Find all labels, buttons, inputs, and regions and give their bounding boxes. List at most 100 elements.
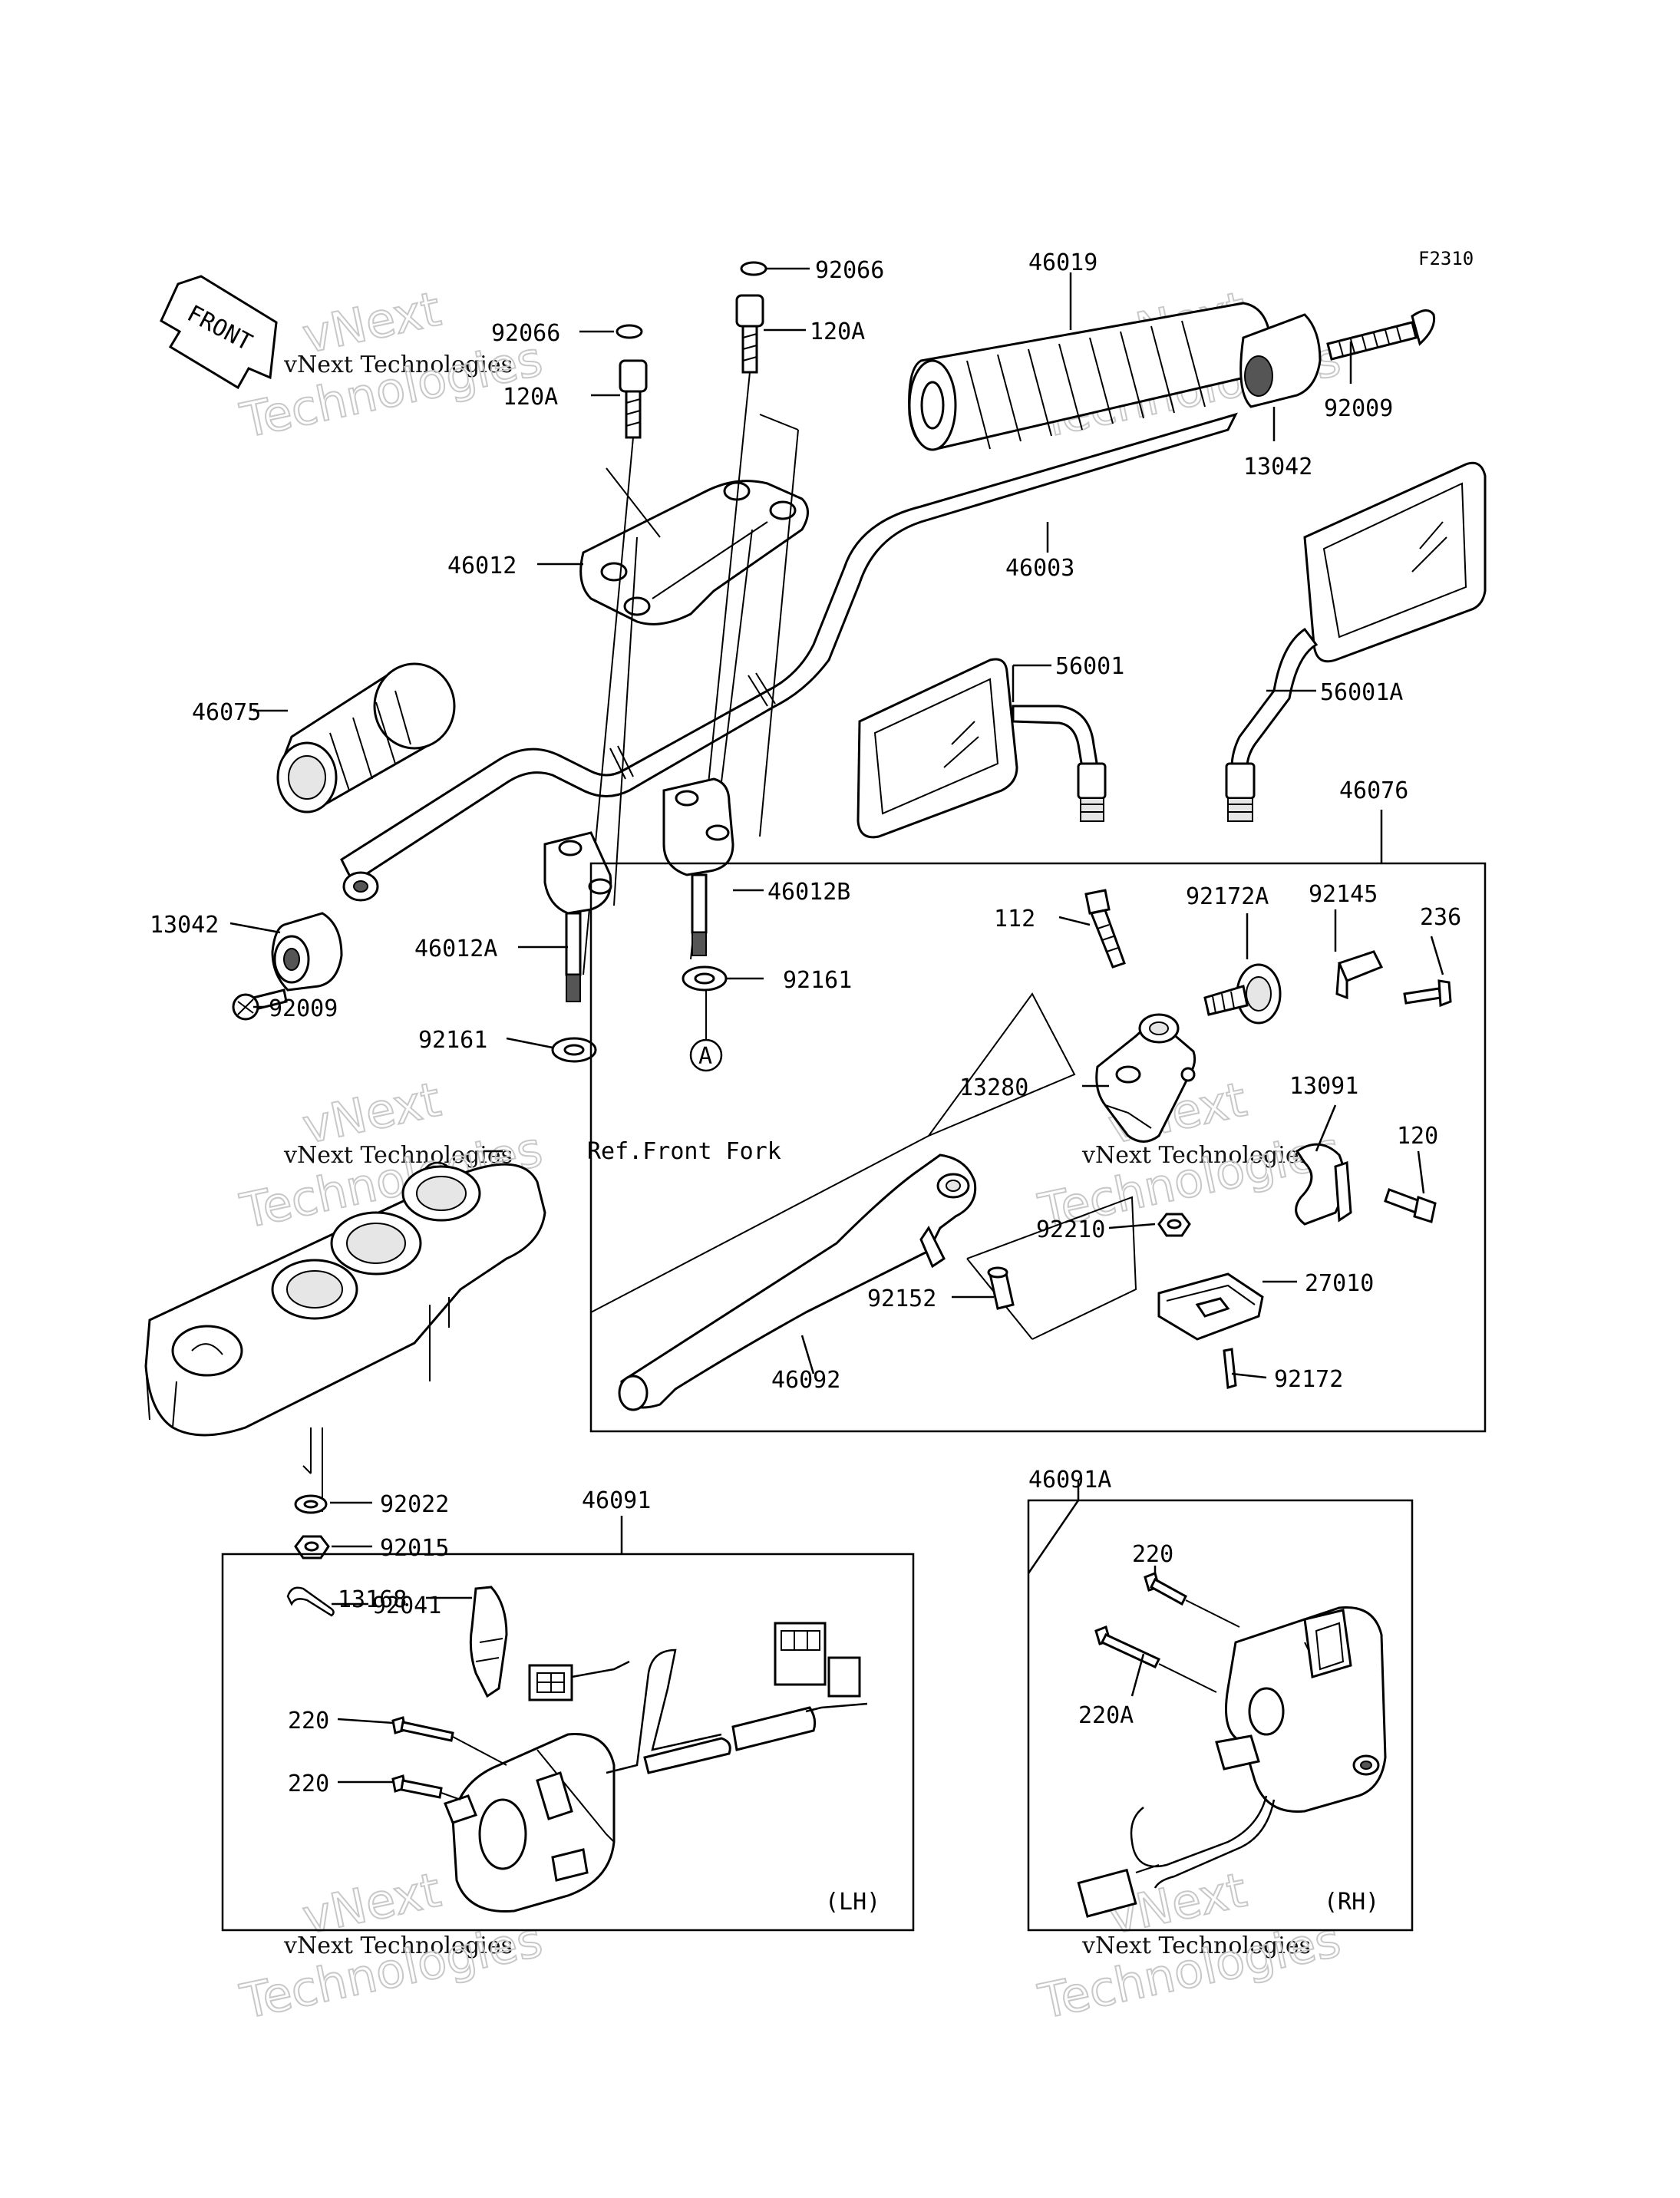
label-92172a: 92172A <box>1186 883 1269 910</box>
adjuster-92172a <box>1203 963 1282 1025</box>
clamp-guide-lines <box>583 371 799 975</box>
bolt-120 <box>1384 1188 1437 1223</box>
label-92210: 92210 <box>1036 1216 1105 1243</box>
label-92145: 92145 <box>1309 881 1378 908</box>
lh-connector-large <box>774 1622 861 1698</box>
lever-bracket-13280 <box>1095 1013 1196 1143</box>
label-220-rh: 220 <box>1132 1541 1173 1568</box>
rh-box-leader <box>1027 1500 1080 1574</box>
label-13168: 13168 <box>338 1586 407 1613</box>
brake-lever-46092 <box>618 1153 977 1411</box>
label-120: 120 <box>1397 1123 1438 1150</box>
label-46012: 46012 <box>447 553 517 579</box>
lh-cover-13168 <box>469 1586 508 1698</box>
label-92152: 92152 <box>867 1285 936 1312</box>
collar-92152 <box>987 1266 1015 1310</box>
upper-handlebar-clamp <box>579 480 809 625</box>
washer-92161-right <box>682 965 728 992</box>
screw-92172 <box>1223 1348 1237 1389</box>
lh-screw-220-a <box>391 1716 454 1742</box>
label-92009-left: 92009 <box>269 995 338 1022</box>
bolt-120a-left <box>619 359 648 439</box>
leader-lines <box>229 267 1444 1784</box>
label-rh-tag: (RH) <box>1324 1889 1379 1916</box>
label-46019: 46019 <box>1028 249 1097 276</box>
svg-text:Technologies: Technologies <box>236 1911 547 2029</box>
label-46075: 46075 <box>192 699 261 726</box>
washer-92022 <box>294 1494 328 1514</box>
spring-plate-92145 <box>1335 950 1384 1000</box>
label-92066-left: 92066 <box>491 320 560 347</box>
label-220-lh-b: 220 <box>288 1771 329 1797</box>
label-236: 236 <box>1420 904 1461 931</box>
marker-a-lower: A <box>689 990 723 1072</box>
svg-text:vNext Technologies: vNext Technologies <box>283 1142 513 1169</box>
left-end-screw <box>232 988 288 1021</box>
label-92022: 92022 <box>380 1491 449 1518</box>
svg-text:Technologies: Technologies <box>236 330 547 448</box>
top-triple-clamp <box>144 1163 546 1458</box>
rh-switch-cable <box>1077 1795 1276 1918</box>
label-46091: 46091 <box>582 1487 651 1514</box>
washer-92161-left <box>551 1037 597 1063</box>
label-46003: 46003 <box>1005 555 1074 582</box>
lh-connector-small <box>528 1660 630 1701</box>
part-labels: 92066 120A 92066 120A 46019 92009 13042 … <box>150 249 1461 1916</box>
label-92009-right: 92009 <box>1324 395 1393 422</box>
diagram-code: F2310 <box>1418 248 1474 269</box>
label-92161-left: 92161 <box>418 1027 487 1054</box>
label-46092: 46092 <box>771 1367 840 1394</box>
right-end-screw <box>1326 309 1436 361</box>
label-56001a: 56001A <box>1320 679 1403 706</box>
label-27010: 27010 <box>1305 1270 1374 1297</box>
label-ref-front-fork: Ref.Front Fork <box>587 1138 781 1165</box>
cotter-pin-92041 <box>286 1586 335 1617</box>
lever-clamp-13091 <box>1295 1143 1352 1226</box>
lh-switch-cable <box>606 1648 868 1774</box>
lh-guide-lines <box>441 1736 507 1800</box>
svg-text:vNext Technologies: vNext Technologies <box>1081 1142 1311 1169</box>
label-46076: 46076 <box>1339 777 1408 804</box>
lever-assembly-box <box>589 862 1487 1433</box>
nut-92015 <box>294 1535 330 1559</box>
label-220-lh-a: 220 <box>288 1708 329 1734</box>
left-mirror <box>857 658 1107 839</box>
svg-text:vNext Technologies: vNext Technologies <box>283 351 513 378</box>
lever-guide-frame <box>590 992 1137 1340</box>
left-grip <box>276 662 456 814</box>
label-220a-rh: 220A <box>1078 1702 1134 1729</box>
label-13042-right: 13042 <box>1243 454 1312 480</box>
label-120a-left: 120A <box>503 384 558 411</box>
label-112: 112 <box>994 906 1035 932</box>
rh-screw-220a <box>1094 1625 1217 1693</box>
bolt-112 <box>1084 889 1126 969</box>
screw-236 <box>1403 979 1452 1008</box>
lh-screw-220-b <box>391 1774 443 1799</box>
right-end-weight <box>1239 313 1322 408</box>
lower-holder-46012a <box>543 831 612 1002</box>
label-92066-top: 92066 <box>815 257 884 284</box>
left-end-weight <box>271 912 343 992</box>
brake-switch-27010 <box>1157 1272 1264 1341</box>
label-46012a: 46012A <box>414 936 497 962</box>
right-mirror <box>1225 461 1487 822</box>
rh-switch-housing <box>1215 1606 1387 1813</box>
watermark-top-left: vNext vNext Technologies Technologies <box>235 280 548 450</box>
nut-92210 <box>1157 1213 1191 1237</box>
svg-text:vNext Technologies: vNext Technologies <box>283 1932 513 1959</box>
lh-switch-box <box>221 1553 915 1932</box>
svg-text:vNext Technologies: vNext Technologies <box>1081 1932 1311 1959</box>
label-46012b: 46012B <box>767 879 850 906</box>
washer-92066-left <box>616 324 643 339</box>
rh-screw-220 <box>1144 1572 1240 1628</box>
label-lh-tag: (LH) <box>825 1889 880 1916</box>
label-92041: 92041 <box>372 1592 441 1619</box>
washer-92066-right <box>740 261 767 276</box>
label-92015: 92015 <box>380 1535 449 1562</box>
lh-switch-housing <box>444 1733 616 1913</box>
label-120a-top: 120A <box>810 318 865 345</box>
svg-text:A: A <box>698 1043 712 1070</box>
label-46091a: 46091A <box>1028 1467 1111 1493</box>
handlebar <box>340 412 1238 902</box>
